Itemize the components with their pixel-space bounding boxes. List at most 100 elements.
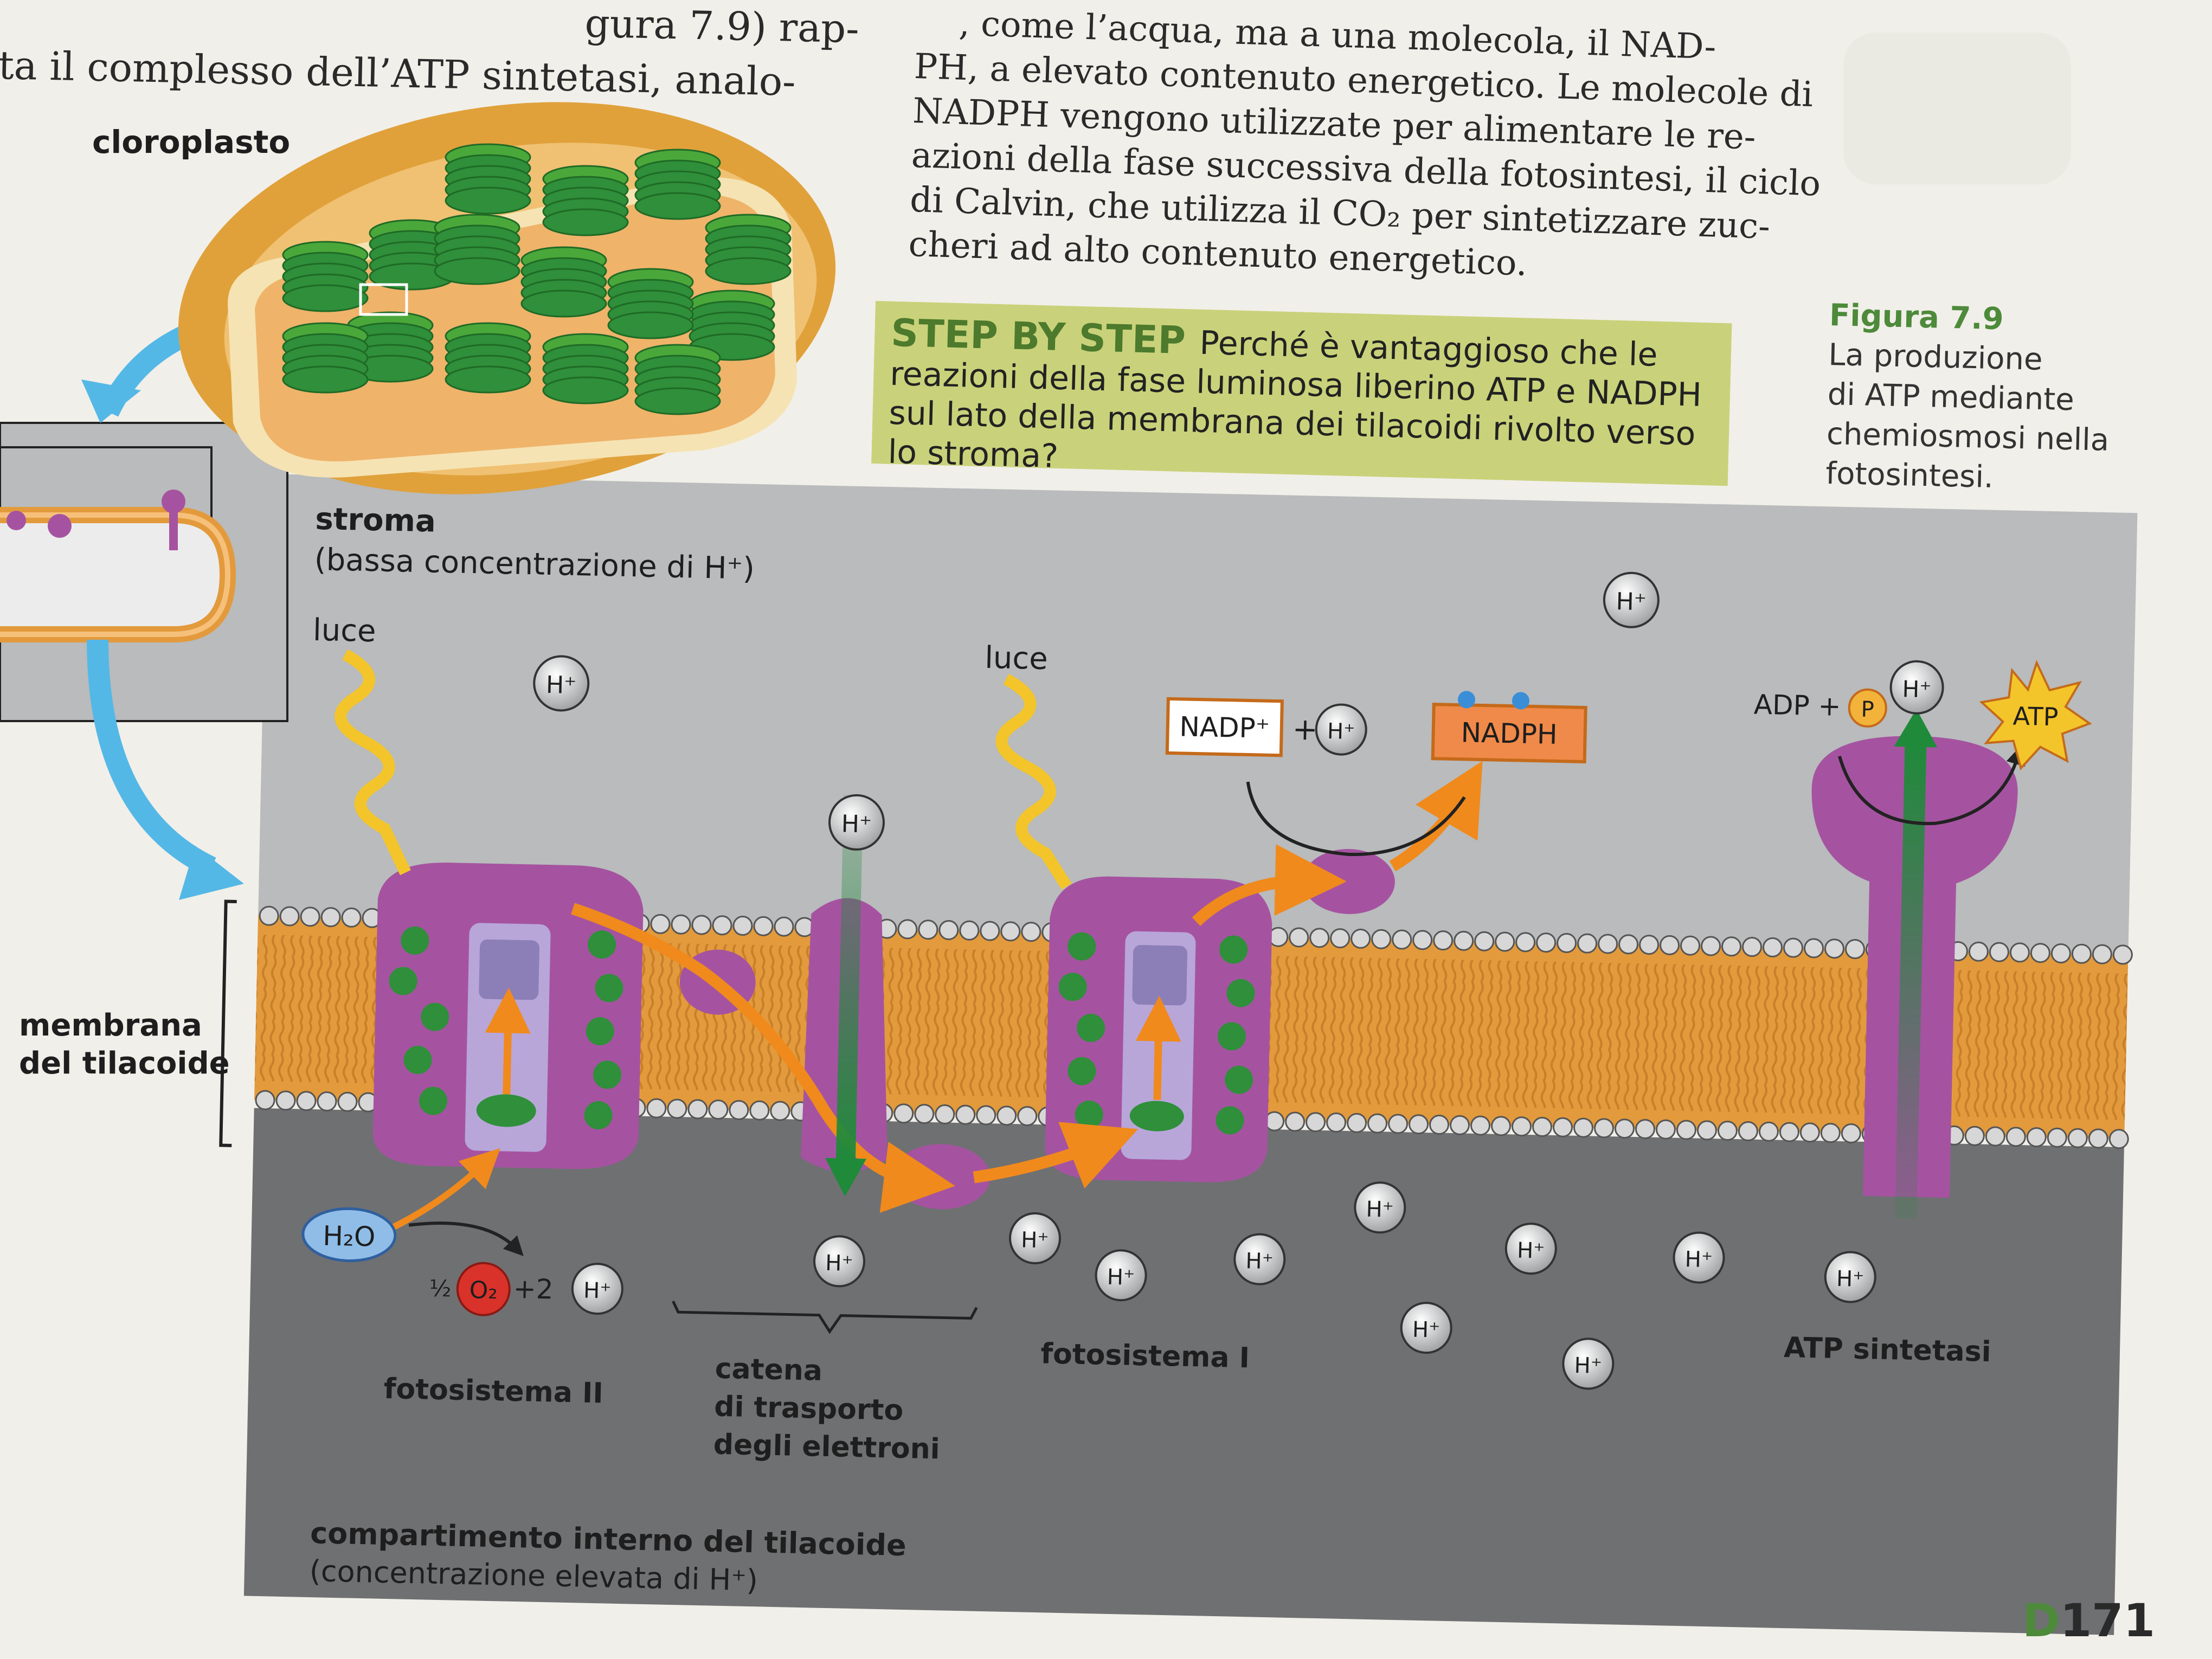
- phospholipid-head: [1306, 1112, 1326, 1133]
- svg-text:O₂: O₂: [469, 1276, 498, 1304]
- phospholipid-head: [317, 1091, 337, 1112]
- phospholipid-head: [980, 921, 1000, 941]
- granum-disc: [634, 192, 721, 220]
- page-number-value: 171: [2060, 1594, 2156, 1647]
- phospholipid-head: [1783, 937, 1804, 958]
- phospholipid-head: [1841, 1123, 1861, 1143]
- phospholipid-head: [1552, 1117, 1573, 1137]
- phospholipid-head: [1844, 939, 1865, 960]
- phospholipid-head: [1820, 1123, 1841, 1143]
- svg-text:H⁺: H⁺: [1021, 1227, 1049, 1253]
- svg-text:NADP⁺: NADP⁺: [1179, 711, 1270, 744]
- phospholipid-head: [1717, 1121, 1738, 1141]
- lumen-region: [243, 1108, 2124, 1635]
- photosystem-ii-label: fotosistema II: [383, 1373, 603, 1410]
- granum-disc: [434, 257, 520, 285]
- phospholipid-head: [1618, 934, 1639, 955]
- phospholipid-head: [708, 1099, 729, 1120]
- phospholipid-head: [938, 920, 959, 941]
- hplus-ion: H⁺: [1824, 1251, 1876, 1303]
- phospholipid-head: [1491, 1116, 1512, 1136]
- phospholipid-head: [1515, 932, 1536, 953]
- svg-text:H⁺: H⁺: [545, 671, 576, 699]
- chloroplast-label: cloroplasto: [92, 124, 290, 160]
- phospholipid-head: [1968, 941, 1989, 962]
- phospholipid-head: [1429, 1115, 1450, 1135]
- phospholipid-head: [1495, 931, 1515, 952]
- phospholipid-head: [1309, 928, 1330, 948]
- atp-synthase: [1811, 709, 2018, 1219]
- granum-disc: [607, 311, 694, 339]
- photosystem-i-label: fotosistema I: [1040, 1338, 1250, 1374]
- phospholipid-head: [646, 1098, 667, 1118]
- phospholipid-head: [914, 1104, 935, 1124]
- phospholipid-head: [1000, 921, 1021, 942]
- phospholipid-head: [1824, 938, 1845, 959]
- phospholipid-head: [687, 1099, 708, 1120]
- svg-text:H⁺: H⁺: [1366, 1197, 1394, 1223]
- hplus-ion: H⁺: [1504, 1223, 1557, 1275]
- phospholipid-head: [320, 907, 341, 928]
- etc-bracket: [672, 1300, 978, 1334]
- phospholipid-head: [2009, 942, 2030, 963]
- phospholipid-head: [1799, 1122, 1820, 1143]
- phospholipid-head: [1738, 1121, 1758, 1141]
- phospholipid-head: [1758, 1121, 1779, 1142]
- atp-synthase-label: ATP sintetasi: [1783, 1332, 1991, 1368]
- hplus-ion: H⁺: [1354, 1181, 1406, 1234]
- svg-text:P: P: [1861, 697, 1874, 722]
- phospholipid-head: [1433, 930, 1454, 951]
- phospholipid-head: [1763, 937, 1783, 957]
- phospholipid-head: [1655, 1119, 1676, 1140]
- etc-label-line-1: catena: [715, 1353, 822, 1387]
- phospholipid-head: [1573, 1117, 1593, 1138]
- water-molecule: H₂O: [301, 1207, 397, 1262]
- phospholipid-head: [2067, 1128, 2088, 1148]
- electron-flow-arrow: [1192, 844, 1347, 927]
- phospholipid-head: [770, 1101, 790, 1121]
- phospholipid-head: [1021, 922, 1041, 942]
- phospholipid-head: [2047, 1127, 2067, 1148]
- light-ray: [335, 649, 411, 876]
- phospholipid-head: [2071, 943, 2092, 964]
- phospholipid-head: [1470, 1115, 1491, 1136]
- phospholipid-head: [650, 914, 671, 934]
- electron-flow-arrow: [571, 903, 955, 1213]
- phospholipid-head: [935, 1104, 955, 1124]
- phospholipid-head: [1635, 1118, 1655, 1139]
- light-ray: [995, 673, 1072, 890]
- phospholipid-head: [1330, 928, 1351, 949]
- membrane-label-line-1: membrana: [19, 1008, 202, 1043]
- hplus-ion: H⁺: [828, 794, 885, 851]
- phospholipid-head: [729, 1099, 749, 1120]
- phospholipid-head: [1721, 936, 1742, 957]
- phospholipid-head: [1557, 933, 1577, 953]
- svg-text:H⁺: H⁺: [1902, 676, 1932, 703]
- phospholipid-head: [2092, 944, 2112, 964]
- hplus-ion: H⁺: [1673, 1231, 1725, 1284]
- phospholipid-head: [1388, 1114, 1409, 1134]
- phospholipid-head: [774, 916, 794, 937]
- hplus-ion: H⁺: [1008, 1212, 1061, 1264]
- phospholipid-head: [667, 1098, 687, 1119]
- phospholipid-head: [1367, 1113, 1388, 1134]
- phospholipid-head: [1371, 929, 1392, 949]
- phospholipid-head: [1017, 1106, 1038, 1127]
- phospholipid-head: [1779, 1122, 1799, 1142]
- phospholipid-head: [259, 905, 279, 926]
- nadph-box: NADPH: [1431, 691, 1587, 764]
- phospholipid-head: [1536, 933, 1557, 953]
- phospholipid-head: [2108, 1129, 2129, 1149]
- hplus-ion: H⁺: [1233, 1233, 1286, 1285]
- phospholipid-head: [2050, 943, 2071, 963]
- hplus-ion: H⁺: [813, 1235, 866, 1288]
- phospholipid-head: [712, 915, 732, 936]
- granum-disc: [705, 257, 792, 285]
- zoom-inset: [0, 422, 288, 722]
- phospholipid-head: [996, 1105, 1017, 1126]
- svg-text:H⁺: H⁺: [1836, 1266, 1864, 1292]
- phospholipid-head: [1289, 927, 1309, 948]
- svg-text:NADPH: NADPH: [1461, 717, 1558, 750]
- svg-text:H⁺: H⁺: [1107, 1265, 1135, 1290]
